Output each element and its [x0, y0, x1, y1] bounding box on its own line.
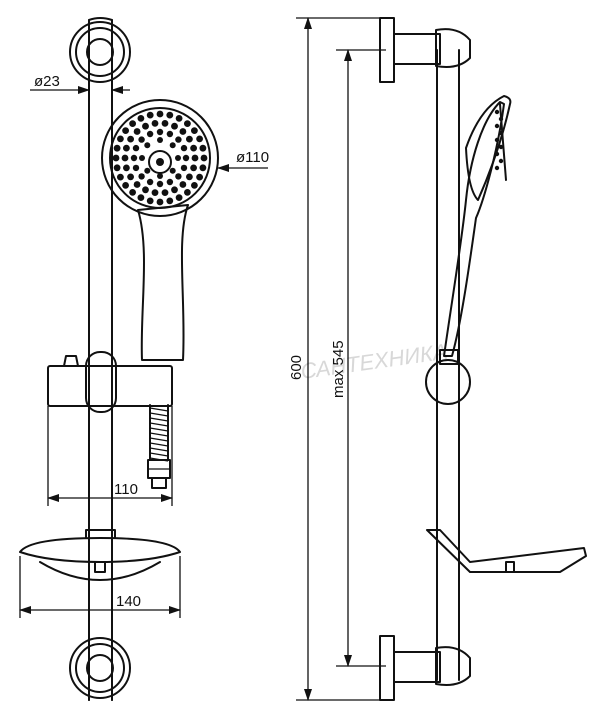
side-slider: [425, 349, 471, 405]
front-handset: [101, 99, 219, 361]
dim-total-height-label: 600: [288, 355, 305, 380]
dim-handset-diameter-label: ø110: [236, 149, 269, 166]
side-bottom-bracket: [379, 635, 471, 701]
side-view: 600 max 545: [288, 17, 587, 701]
side-top-bracket: [379, 17, 471, 83]
dim-slider-width: 110: [47, 406, 173, 506]
side-rail: [436, 49, 460, 681]
nozzle-pattern: [112, 110, 208, 206]
front-top-bracket: [69, 21, 131, 83]
dim-bar-diameter-label: ø23: [34, 73, 60, 90]
side-handset: [443, 95, 512, 357]
dim-adjustable-height: max 545: [330, 49, 386, 667]
front-rail: [88, 17, 113, 701]
front-soap-dish: [19, 529, 181, 581]
dim-soap-dish-width-label: 140: [116, 593, 141, 610]
dim-total-height: 600: [288, 17, 386, 701]
dim-slider-width-label: 110: [114, 481, 138, 498]
dim-soap-dish-width: 140: [19, 556, 181, 618]
front-view: ø23 ø110 110 140: [19, 17, 269, 701]
dim-adjustable-height-label: max 545: [330, 340, 347, 398]
front-bottom-bracket: [69, 637, 131, 701]
front-hose: [147, 404, 171, 489]
front-slider: [47, 351, 173, 441]
dim-bar-diameter: ø23: [30, 73, 130, 100]
dim-handset-diameter: ø110: [217, 149, 269, 172]
side-soap-dish: [426, 529, 587, 573]
